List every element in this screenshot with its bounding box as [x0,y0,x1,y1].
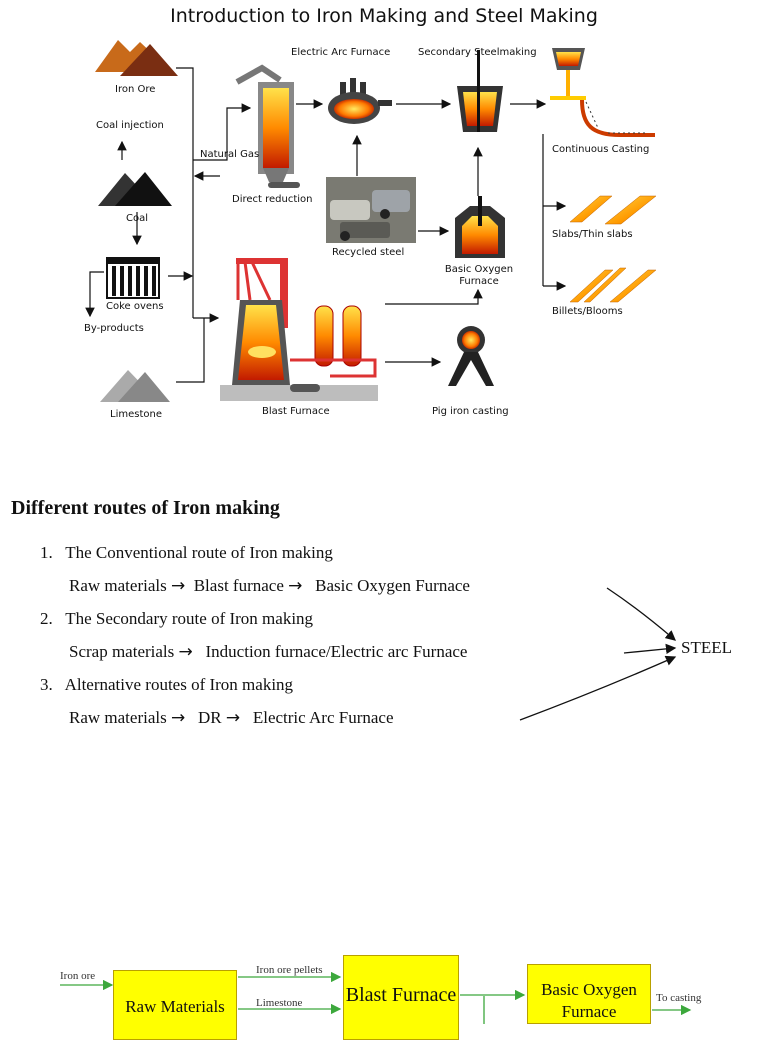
arrow-right-icon: → [171,708,185,728]
billets-icon [570,268,656,302]
electric-arc-furnace-icon [328,78,392,124]
label-secondary-steelmaking: Secondary Steelmaking [418,47,537,58]
route-2-steps: Scrap materials → Induction furnace/Elec… [69,642,467,662]
route-title-text: The Secondary route of Iron making [65,609,313,628]
route-step: Raw materials [69,576,167,595]
arrow-right-icon: → [171,576,185,596]
process-diagram [0,0,768,440]
route-step: Blast furnace [194,576,284,595]
limestone-icon [100,370,170,402]
routes-heading: Different routes of Iron making [11,497,280,520]
label-basic-oxygen-furnace: Basic Oxygen Furnace [440,264,518,288]
iron-ore-icon [95,40,178,76]
label-coal: Coal [126,213,148,224]
route-step: Electric Arc Furnace [253,708,394,727]
route-number: 1. [40,543,53,562]
basic-oxygen-furnace-label: Basic Oxygen Furnace [541,980,637,1021]
pig-iron-casting-icon [448,326,494,386]
continuous-casting-icon [550,48,655,135]
label-slabs: Slabs/Thin slabs [552,229,633,240]
label-electric-arc-furnace: Electric Arc Furnace [291,47,390,58]
label-limestone: Limestone [110,409,162,420]
ladle-icon [457,50,503,132]
arrow-right-icon: → [179,642,193,662]
route-title-text: Alternative routes of Iron making [65,675,294,694]
steel-label: STEEL [681,638,732,658]
label-direct-reduction: Direct reduction [232,194,313,205]
flow-label-iron-ore-pellets: Iron ore pellets [256,964,323,976]
route-1-title: 1. The Conventional route of Iron making [40,543,333,563]
raw-materials-box: Raw Materials [113,970,237,1040]
label-coal-injection: Coal injection [96,120,164,131]
route-3-title: 3. Alternative routes of Iron making [40,675,293,695]
arrow-right-icon: → [288,576,302,596]
coal-icon [98,172,172,206]
flow-label-to-casting: To casting [656,992,701,1004]
blast-furnace-icon [220,258,378,401]
route-step: Raw materials [69,708,167,727]
route-step: DR [198,708,222,727]
route-number: 2. [40,609,53,628]
label-natural-gas: Natural Gas [200,149,259,160]
blast-furnace-label: Blast Furnace [346,984,457,1006]
label-continuous-casting: Continuous Casting [552,144,649,155]
recycled-steel-image [326,177,416,243]
label-billets: Billets/Blooms [552,306,623,317]
route-2-title: 2. The Secondary route of Iron making [40,609,313,629]
route-step: Basic Oxygen Furnace [315,576,470,595]
route-step: Induction furnace/Electric arc Furnace [206,642,468,661]
route-title-text: The Conventional route of Iron making [65,543,333,562]
label-iron-ore: Iron Ore [115,84,155,95]
label-recycled-steel: Recycled steel [332,247,404,258]
basic-oxygen-furnace-icon [455,196,505,258]
slabs-icon [570,196,656,224]
route-step: Scrap materials [69,642,174,661]
label-pig-iron-casting: Pig iron casting [432,406,509,417]
route-number: 3. [40,675,53,694]
coke-ovens-icon [107,258,159,298]
label-coke-ovens: Coke ovens [106,301,164,312]
flow-label-limestone: Limestone [256,997,302,1009]
direct-reduction-furnace-icon [237,68,300,188]
route-1-steps: Raw materials → Blast furnace → Basic Ox… [69,576,470,596]
arrow-right-icon: → [226,708,240,728]
raw-materials-label: Raw Materials [125,997,225,1016]
label-blast-furnace: Blast Furnace [262,406,330,417]
flow-label-iron-ore: Iron ore [60,970,95,982]
label-by-products: By-products [84,323,144,334]
route-3-steps: Raw materials → DR → Electric Arc Furnac… [69,708,394,728]
basic-oxygen-furnace-box: Basic Oxygen Furnace [527,964,651,1024]
blast-furnace-box: Blast Furnace [343,955,459,1040]
